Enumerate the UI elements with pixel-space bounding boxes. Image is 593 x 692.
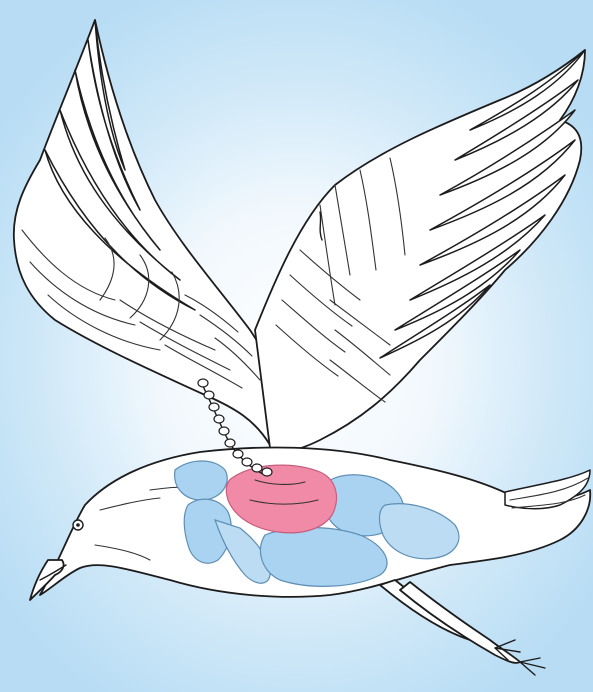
right-wing bbox=[255, 50, 585, 451]
left-wing bbox=[14, 20, 300, 445]
